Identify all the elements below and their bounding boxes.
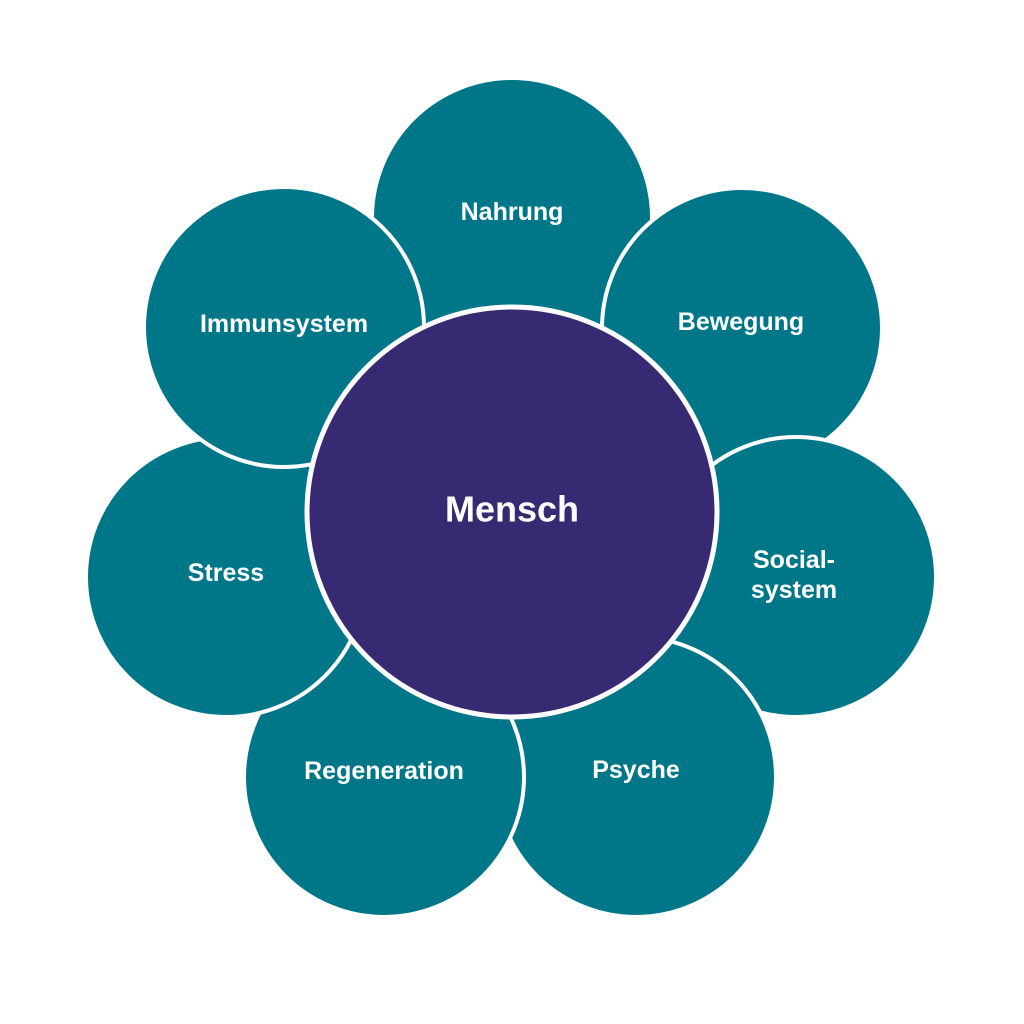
petal-stress: Stress	[84, 435, 368, 719]
petal-label-line: Immunsystem	[200, 310, 368, 338]
petal-label-line: system	[751, 576, 837, 604]
petal-label-regeneration: Regeneration	[304, 757, 464, 785]
center-circle-mensch	[304, 304, 720, 720]
petal-label-line: Bewegung	[678, 308, 804, 336]
petal-label-line: Regeneration	[304, 757, 464, 785]
center-label: Mensch	[445, 489, 579, 530]
center-group: Mensch	[304, 304, 720, 720]
petal-label-bewegung: Bewegung	[678, 308, 804, 336]
petal-label-stress: Stress	[188, 559, 264, 587]
petal-label-line: Nahrung	[461, 198, 564, 226]
petal-label-line: Stress	[188, 559, 264, 587]
petal-label-socialsystem: Social-system	[751, 546, 837, 604]
petal-nahrung: Nahrung	[370, 76, 654, 360]
petal-label-immunsystem: Immunsystem	[200, 310, 368, 338]
petal-label-psyche: Psyche	[592, 756, 680, 784]
petal-label-line: Psyche	[592, 756, 680, 784]
petal-label-nahrung: Nahrung	[461, 198, 564, 226]
petal-label-line: Social-	[753, 546, 835, 574]
